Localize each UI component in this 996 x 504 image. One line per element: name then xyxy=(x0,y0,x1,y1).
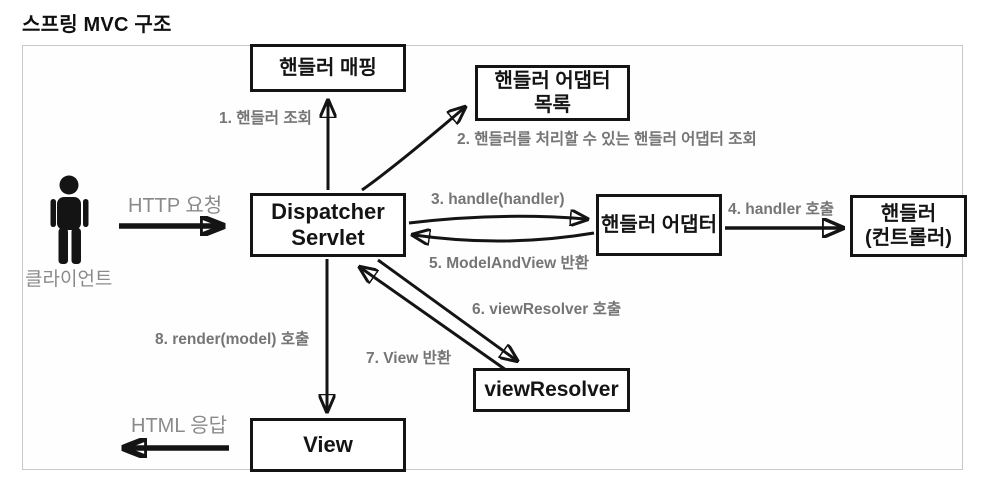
node-handler-mapping: 핸들러 매핑 xyxy=(250,44,406,92)
step-label-8: 8. render(model) 호출 xyxy=(155,331,310,348)
http-request-label: HTTP 요청 xyxy=(128,195,223,217)
node-handler-adapter: 핸들러 어댑터 xyxy=(596,194,722,256)
node-label: viewResolver xyxy=(484,378,619,402)
step-label-1: 1. 핸들러 조회 xyxy=(219,110,312,127)
client-label: 클라이언트 xyxy=(25,269,113,290)
step-label-5: 5. ModelAndView 반환 xyxy=(429,255,590,272)
node-label-line1: 핸들러 어댑터 xyxy=(494,70,611,92)
node-handler-controller: 핸들러 (컨트롤러) xyxy=(850,195,967,257)
node-label-line1: Dispatcher xyxy=(271,198,385,224)
node-label-line2: 목록 xyxy=(534,94,571,116)
node-dispatcher-servlet: Dispatcher Servlet xyxy=(250,193,406,257)
step-label-7: 7. View 반환 xyxy=(366,350,452,367)
page-title: 스프링 MVC 구조 xyxy=(22,14,172,36)
step-label-4: 4. handler 호출 xyxy=(728,201,835,218)
node-view-resolver: viewResolver xyxy=(473,368,630,412)
html-response-label: HTML 응답 xyxy=(131,415,228,437)
node-label: View xyxy=(303,431,353,457)
node-label-line2: (컨트롤러) xyxy=(865,227,952,249)
node-label-line2: Servlet xyxy=(291,225,365,250)
node-label: 핸들러 어댑터 xyxy=(601,214,717,236)
step-label-6: 6. viewResolver 호출 xyxy=(472,301,622,318)
node-label-line1: 핸들러 xyxy=(880,203,937,225)
step-label-2: 2. 핸들러를 처리할 수 있는 핸들러 어댑터 조회 xyxy=(457,131,757,148)
node-label: 핸들러 매핑 xyxy=(279,57,377,79)
node-handler-adapter-list: 핸들러 어댑터 목록 xyxy=(475,65,630,121)
node-view: View xyxy=(250,418,406,472)
step-label-3: 3. handle(handler) xyxy=(431,191,565,208)
